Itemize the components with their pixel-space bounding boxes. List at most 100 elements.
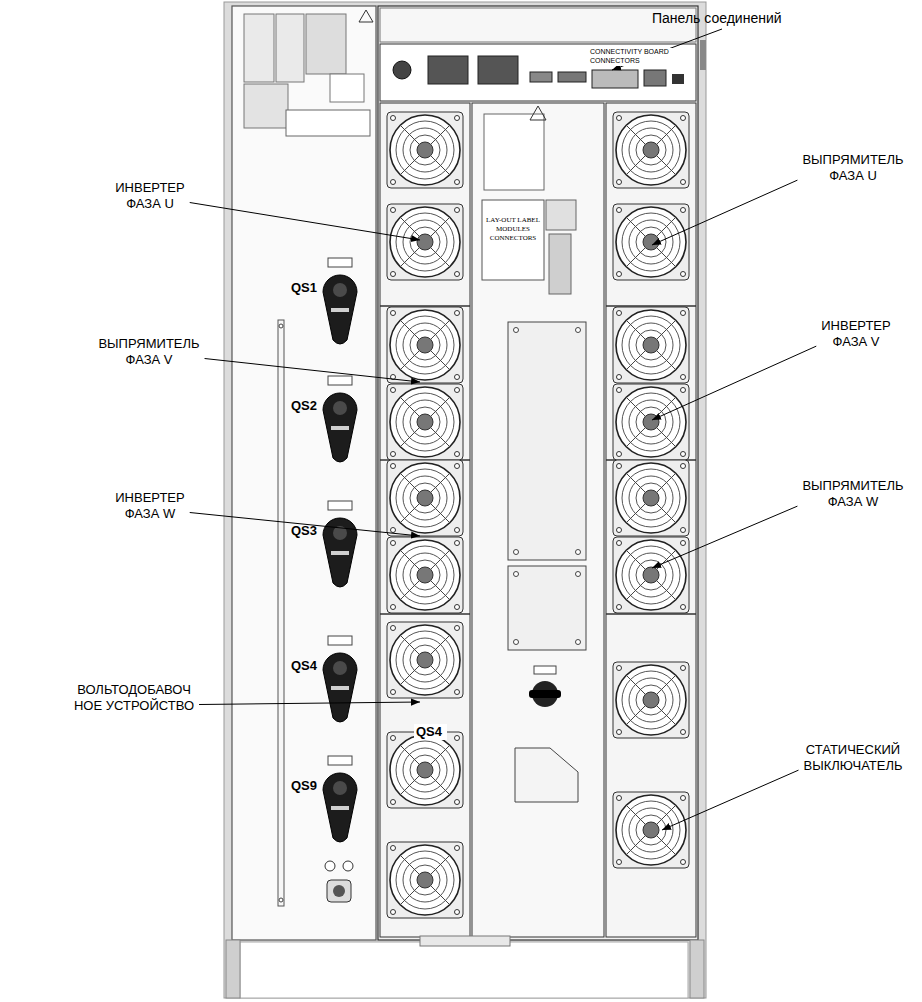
fan-ring	[622, 121, 680, 179]
fan-screw	[455, 910, 460, 915]
fan-spoke	[400, 745, 419, 764]
cooling-fan	[387, 307, 463, 383]
fan-frame	[387, 204, 463, 280]
fan-screw	[617, 605, 622, 610]
left-door	[232, 6, 376, 940]
fan-guard	[390, 387, 460, 457]
fan-screw	[617, 311, 622, 316]
fan-guard	[616, 115, 686, 185]
cooling-fan	[613, 792, 689, 868]
fan-guard	[390, 735, 460, 805]
fan-hub	[643, 822, 659, 838]
cabinet-foot	[226, 940, 240, 998]
fan-screw	[391, 180, 396, 185]
sticker-text: LAY-OUT LABEL MODULES CONNECTORS	[484, 216, 542, 242]
fan-screw	[455, 541, 460, 546]
switch-id: QS4	[291, 658, 321, 674]
fan-spoke	[400, 248, 419, 267]
fan-spoke	[626, 248, 645, 267]
fan-frame	[387, 622, 463, 698]
fan-spoke	[626, 156, 645, 175]
fan-screw	[391, 464, 396, 469]
fan-guard	[390, 625, 460, 695]
fan-spoke	[657, 675, 676, 694]
fan-frame	[613, 112, 689, 188]
switch-id: QS1	[291, 280, 321, 296]
fan-screw	[391, 452, 396, 457]
fan-guard	[616, 207, 686, 277]
leader-lines	[190, 29, 817, 830]
part-label: ВЫПРЯМИТЕЛЬ ФАЗА V	[88, 336, 210, 369]
key-lock-core	[333, 885, 345, 897]
fan-screw	[617, 666, 622, 671]
fan-screw	[455, 690, 460, 695]
fan-spoke	[431, 397, 450, 416]
screw	[576, 328, 581, 333]
fan-frame	[387, 537, 463, 613]
fan-screw	[681, 796, 686, 801]
fan-spoke	[400, 776, 419, 795]
fan-spoke	[657, 504, 676, 523]
fan-screw	[391, 388, 396, 393]
fan-spoke	[626, 836, 645, 855]
leader-line	[652, 506, 797, 568]
fan-spoke	[657, 320, 676, 339]
fan-spoke	[431, 886, 450, 905]
fan-guard	[390, 207, 460, 277]
fan-spoke	[626, 706, 645, 725]
fan-screw	[617, 528, 622, 533]
fan-spoke	[400, 125, 419, 144]
cooling-fan	[613, 112, 689, 188]
board-caption: CONNECTIVITY BOARD CONNECTORS	[590, 48, 694, 66]
fan-screw	[617, 208, 622, 213]
fan-screw	[455, 180, 460, 185]
fan-screw	[391, 736, 396, 741]
part-label: ИНВЕРТЕР ФАЗА U	[100, 180, 200, 213]
main-body	[378, 6, 698, 940]
handle-cap	[333, 781, 347, 795]
sticker	[306, 14, 346, 74]
fan-screw	[681, 666, 686, 671]
fan-hub	[417, 652, 433, 668]
fan-screw	[391, 116, 396, 121]
fan-ring	[396, 546, 454, 604]
rotary-handle	[323, 653, 357, 722]
cooling-fan	[613, 537, 689, 613]
side-latch	[700, 40, 706, 70]
fan-spoke	[431, 156, 450, 175]
fan-screw	[391, 311, 396, 316]
cabinet-foot	[690, 940, 704, 998]
fan-screw	[455, 388, 460, 393]
fan-spoke	[431, 745, 450, 764]
fan-ring	[622, 671, 680, 729]
fan-spoke	[657, 550, 676, 569]
fan-screw	[391, 626, 396, 631]
connector-port	[644, 70, 666, 86]
cooling-fan	[387, 537, 463, 613]
fan-frame	[613, 662, 689, 738]
fan-spoke	[431, 581, 450, 600]
fan-spoke	[400, 666, 419, 685]
fan-screw	[455, 528, 460, 533]
handle-tag	[328, 756, 352, 765]
fan-ring	[396, 631, 454, 689]
fan-guard	[390, 310, 460, 380]
fan-screw	[681, 388, 686, 393]
rotary-handle	[323, 518, 357, 587]
fan-ring	[622, 801, 680, 859]
fan-hub	[417, 762, 433, 778]
sticker	[286, 110, 370, 136]
screw	[514, 640, 519, 645]
fan-spoke	[400, 855, 419, 874]
cooling-fan	[387, 204, 463, 280]
fan-ring	[396, 851, 454, 909]
fan-screw	[681, 208, 686, 213]
middle-panel	[472, 103, 604, 937]
fan-spoke	[431, 550, 450, 569]
key-lock	[327, 880, 351, 902]
fan-guard	[616, 540, 686, 610]
fan-spoke	[431, 428, 450, 447]
fan-screw	[455, 116, 460, 121]
fan-spoke	[400, 351, 419, 370]
